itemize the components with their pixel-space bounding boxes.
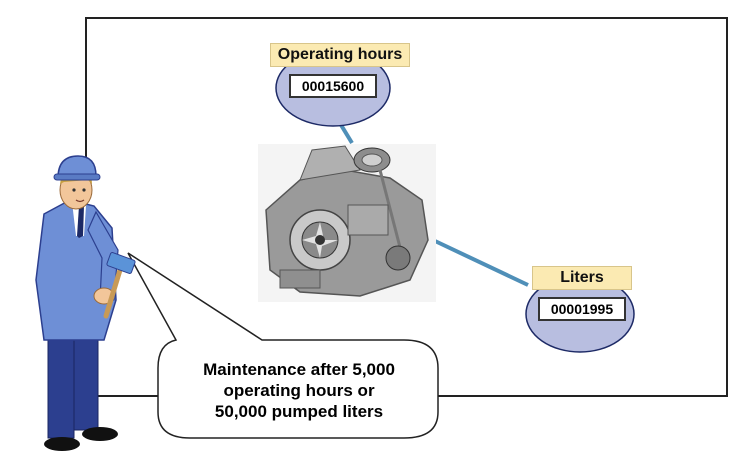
callout-line: Maintenance after 5,000 (203, 359, 395, 379)
operating-hours-counter: 00015600 (289, 74, 377, 98)
speech-bubble (127, 252, 439, 439)
connector-liters (434, 239, 529, 287)
hammer-icon (103, 252, 136, 319)
worker-icon (35, 155, 119, 451)
liters-label: Liters (532, 266, 632, 290)
callout-line: operating hours or (223, 380, 375, 400)
callout-line: 50,000 pumped liters (214, 401, 384, 421)
liters-counter: 00001995 (538, 297, 626, 321)
operating-hours-label: Operating hours (270, 43, 410, 67)
maintenance-callout-text: Maintenance after 5,000 operating hours … (162, 350, 436, 430)
pump-icon (258, 144, 436, 302)
